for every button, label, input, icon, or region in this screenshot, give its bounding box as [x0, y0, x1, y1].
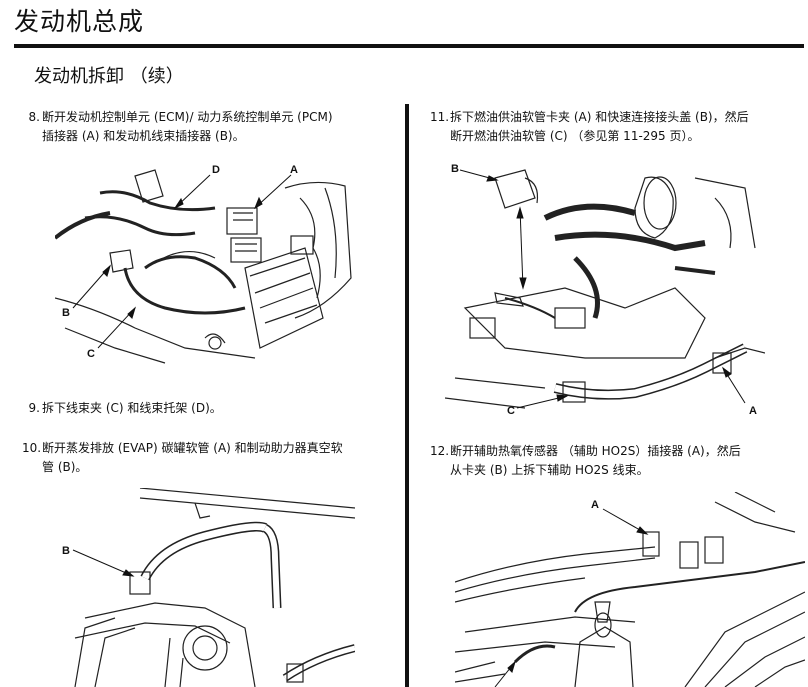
step-text-line2: 管 (B)。 — [42, 460, 88, 474]
step-text-line1: 断开辅助热氧传感器 （辅助 HO2S）插接器 (A)，然后 — [450, 444, 741, 458]
step-8: 8. 断开发动机控制单元 (ECM)/ 动力系统控制单元 (PCM) 插接器 (… — [22, 108, 402, 148]
step-text-line1: 拆下线束夹 (C) 和线束托架 (D)。 — [42, 401, 222, 415]
step-text-line2: 插接器 (A) 和发动机线束插接器 (B)。 — [42, 129, 245, 143]
label-a: A — [749, 405, 757, 417]
step-10: 10. 断开蒸发排放 (EVAP) 碳罐软管 (A) 和制动助力器真空软 管 (… — [22, 439, 402, 479]
figure-ho2s-connector: A — [455, 492, 805, 687]
step-text-line1: 断开发动机控制单元 (ECM)/ 动力系统控制单元 (PCM) — [42, 110, 333, 124]
label-b: B — [62, 307, 70, 319]
step-12: 12. 断开辅助热氧传感器 （辅助 HO2S）插接器 (A)，然后 从卡夹 (B… — [430, 442, 800, 482]
header-rule — [14, 44, 804, 48]
figure-fuel-hose: B C A — [445, 158, 765, 420]
step-number: 11. — [430, 110, 450, 124]
section-title: 发动机拆卸 （续） — [34, 66, 184, 87]
step-9: 9. 拆下线束夹 (C) 和线束托架 (D)。 — [22, 399, 402, 419]
label-d: D — [212, 164, 220, 176]
step-text-line2: 从卡夹 (B) 上拆下辅助 HO2S 线束。 — [450, 463, 649, 477]
step-text-line1: 拆下燃油供油软管卡夹 (A) 和快速连接接头盖 (B)，然后 — [450, 110, 749, 124]
step-11: 11. 拆下燃油供油软管卡夹 (A) 和快速连接接头盖 (B)，然后 断开燃油供… — [430, 108, 800, 148]
label-b: B — [62, 545, 70, 557]
page-title: 发动机总成 — [14, 7, 145, 36]
step-number: 9. — [28, 401, 40, 415]
step-number: 8. — [28, 110, 40, 124]
figure-evap-hoses: B — [55, 488, 355, 687]
figure-ecm-connectors: D A B C — [55, 158, 355, 368]
label-c: C — [507, 405, 515, 417]
column-divider — [405, 104, 409, 687]
label-c: C — [87, 348, 95, 360]
label-a: A — [591, 499, 599, 511]
label-b: B — [451, 163, 459, 175]
step-number: 10. — [22, 441, 42, 455]
step-text-line2: 断开燃油供油软管 (C) （参见第 11-295 页）。 — [450, 129, 700, 143]
step-number: 12. — [430, 444, 450, 458]
step-text-line1: 断开蒸发排放 (EVAP) 碳罐软管 (A) 和制动助力器真空软 — [42, 441, 343, 455]
label-a: A — [290, 164, 298, 176]
